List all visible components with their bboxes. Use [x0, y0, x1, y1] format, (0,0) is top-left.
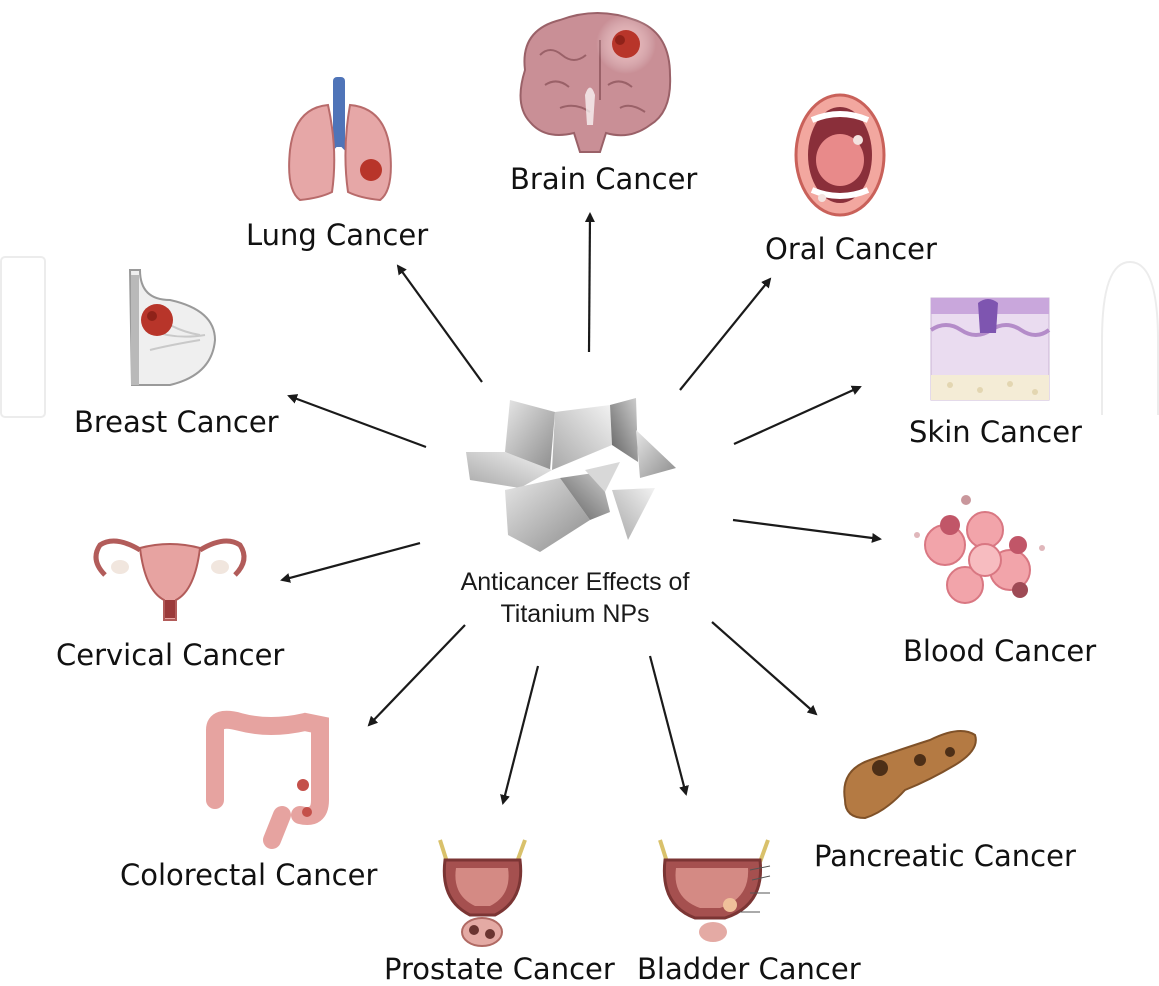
- prostate-icon: [440, 840, 525, 946]
- arrow-to-skin: [734, 387, 860, 444]
- arrow-to-pancreatic: [712, 622, 816, 714]
- oral-cancer-label: Oral Cancer: [765, 235, 937, 264]
- mouth-icon: [796, 95, 884, 215]
- pancreatic-cancer-label: Pancreatic Cancer: [814, 842, 1076, 871]
- center-title-line2: Titanium NPs: [425, 598, 725, 630]
- breast-cancer-label: Breast Cancer: [74, 408, 279, 437]
- center-title-line1: Anticancer Effects of: [425, 566, 725, 598]
- lung-cancer-label: Lung Cancer: [246, 221, 428, 250]
- uterus-icon: [96, 541, 244, 620]
- pancreas-icon: [844, 731, 976, 818]
- arrow-to-blood: [733, 520, 880, 539]
- arrow-to-colorectal: [369, 625, 465, 725]
- center-title: Anticancer Effects of Titanium NPs: [425, 566, 725, 630]
- colorectal-cancer-label: Colorectal Cancer: [120, 861, 377, 890]
- cervical-cancer-label: Cervical Cancer: [56, 641, 284, 670]
- arrow-to-prostate: [503, 666, 538, 803]
- arrow-to-brain: [589, 214, 590, 352]
- skin-icon: [931, 298, 1049, 400]
- blood-cancer-label: Blood Cancer: [903, 637, 1096, 666]
- arrow-to-bladder: [650, 656, 686, 794]
- lung-icon: [289, 77, 391, 200]
- arrow-to-oral: [680, 279, 770, 390]
- breast-icon: [130, 270, 215, 385]
- arrow-to-lung: [398, 266, 482, 382]
- brain-cancer-label: Brain Cancer: [510, 165, 697, 194]
- bladder-icon: [660, 840, 770, 942]
- skin-cancer-label: Skin Cancer: [909, 418, 1082, 447]
- prostate-cancer-label: Prostate Cancer: [384, 955, 615, 984]
- arrow-to-breast: [289, 396, 426, 447]
- arrow-to-cervical: [282, 543, 420, 580]
- brain-icon: [521, 13, 671, 152]
- bladder-cancer-label: Bladder Cancer: [637, 955, 861, 984]
- titanium-nanoparticles-icon: [466, 398, 676, 552]
- blood-cells-icon: [914, 495, 1045, 603]
